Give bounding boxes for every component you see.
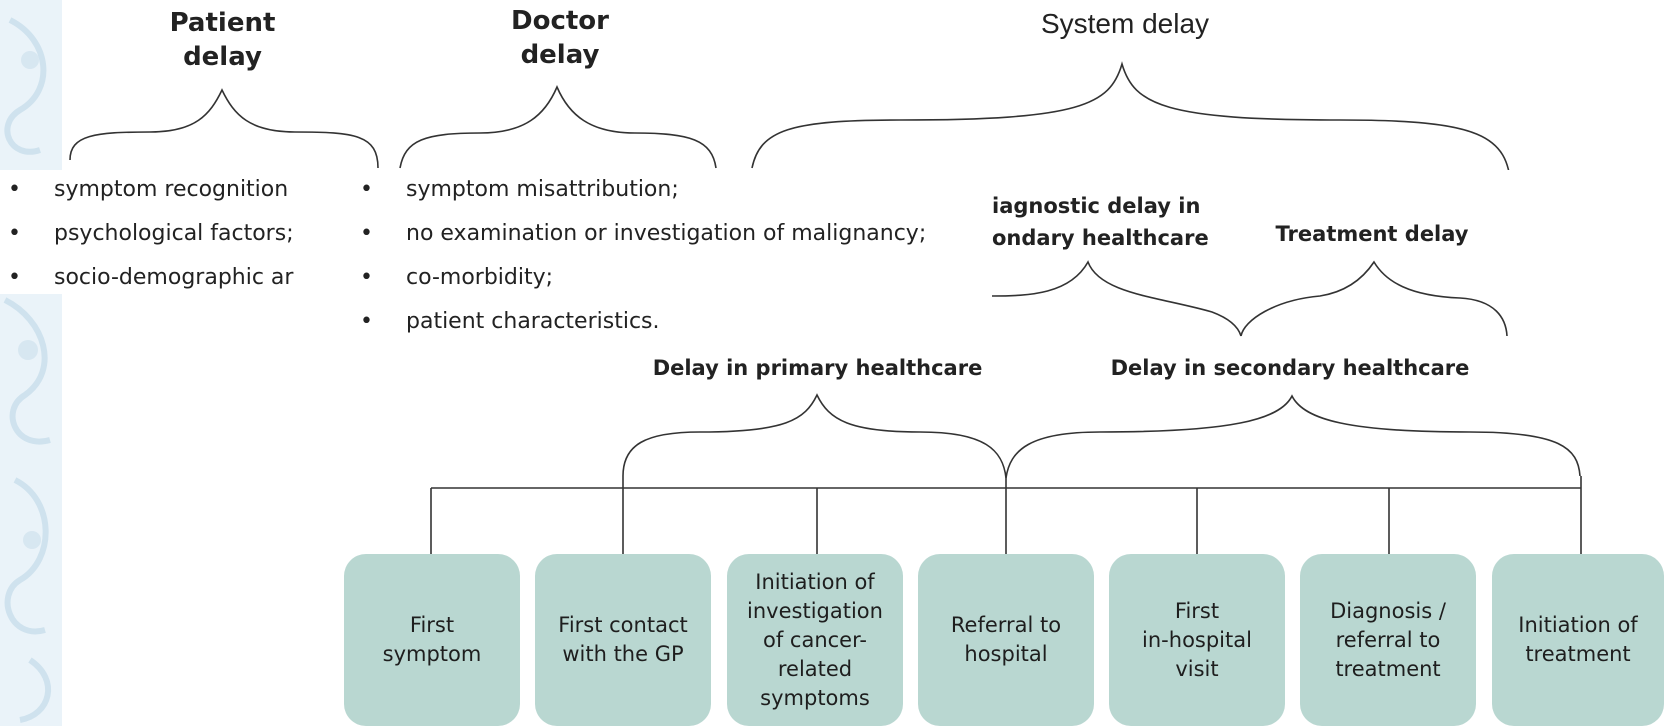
node-initiation-treatment: Initiation of treatment	[1492, 554, 1664, 726]
doctor-factors-list: symptom misattribution; no examination o…	[352, 168, 992, 344]
node-referral-hospital: Referral to hospital	[918, 554, 1094, 726]
node-first-symptom: First symptom	[344, 554, 520, 726]
secondary-delay-header: Delay in secondary healthcare	[1110, 356, 1470, 380]
primary-delay-brace	[622, 393, 1007, 479]
system-delay-header: System delay	[1040, 8, 1210, 39]
patient-delay-brace	[69, 88, 379, 169]
doctor-delay-brace	[399, 84, 717, 169]
primary-delay-header: Delay in primary healthcare	[652, 356, 983, 380]
list-item: patient characteristics.	[352, 300, 992, 344]
list-item: co-morbidity;	[352, 256, 992, 300]
node-first-contact-gp: First contact with the GP	[535, 554, 711, 726]
secondary-delay-brace	[1005, 394, 1581, 479]
patient-delay-header: Patient delay	[169, 8, 276, 72]
treatment-delay-brace	[1240, 260, 1508, 337]
doctor-delay-header: Doctor delay	[511, 6, 609, 70]
list-item: psychological factors;	[0, 212, 354, 256]
node-first-in-hospital-visit: First in-hospital visit	[1109, 554, 1285, 726]
node-diagnosis-referral: Diagnosis / referral to treatment	[1300, 554, 1476, 726]
system-delay-brace	[751, 61, 1512, 189]
list-item: socio-demographic ar	[0, 256, 354, 300]
list-item: no examination or investigation of malig…	[352, 212, 992, 256]
list-item: symptom recognition	[0, 168, 354, 212]
node-initiation-investigation: Initiation of investigation of cancer- r…	[727, 554, 903, 726]
treatment-delay-header: Treatment delay	[1275, 222, 1469, 246]
patient-factors-list: symptom recognition psychological factor…	[0, 168, 354, 300]
list-item: symptom misattribution;	[352, 168, 992, 212]
diagnostic-delay-header: iagnostic delay in ondary healthcare	[992, 194, 1209, 250]
diagnostic-delay-brace	[991, 260, 1242, 337]
